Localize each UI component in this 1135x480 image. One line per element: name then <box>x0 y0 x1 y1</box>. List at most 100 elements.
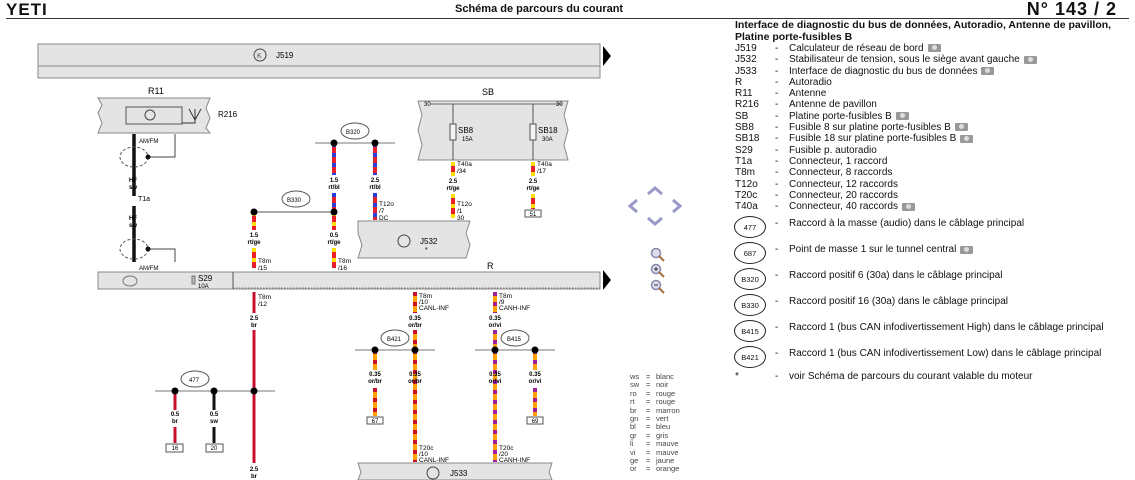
color-name: noir <box>656 380 669 390</box>
junction-dot <box>330 139 338 147</box>
camera-icon[interactable] <box>1023 55 1037 64</box>
ref-label: 69 <box>532 419 539 425</box>
pan-left-icon[interactable] <box>627 198 638 214</box>
legend-text: Antenne de pavillon <box>789 99 877 110</box>
connector-label: T40a <box>457 161 472 168</box>
junction-dot <box>250 387 258 395</box>
connector-label: /15 <box>258 265 267 272</box>
connector-label: T8m <box>419 293 432 300</box>
camera-icon[interactable] <box>960 245 974 254</box>
connector-label: T12o <box>457 201 472 208</box>
ref-20[interactable]: 20 <box>205 443 224 453</box>
equals: = <box>646 414 651 424</box>
camera-icon[interactable] <box>901 202 915 211</box>
legend-text: Connecteur, 8 raccords <box>789 167 892 178</box>
splice-b415[interactable]: B415 <box>500 329 530 347</box>
terminal-label: 30 <box>556 102 563 108</box>
legend-connection: B330-Raccord positif 16 (30a) dans le câ… <box>734 294 1130 317</box>
zoom-out-icon[interactable] <box>650 279 665 294</box>
legend-text: Point de masse 1 sur le tunnel central <box>789 242 1130 255</box>
ref-67[interactable]: 67 <box>366 416 384 425</box>
legend-text: Connecteur, 12 raccords <box>789 179 898 190</box>
component-j519[interactable]: K J519 <box>37 43 601 79</box>
legend-desc: Raccord positif 16 (30a) dans le câblage… <box>789 296 1009 308</box>
pan-right-icon[interactable] <box>672 198 683 214</box>
wire-size: 0.35 <box>529 372 541 378</box>
equals: = <box>646 372 651 381</box>
legend-code: T8m <box>735 167 755 179</box>
legend-text: Connecteur, 1 raccord <box>789 156 887 167</box>
ref-label: 51 <box>530 212 537 218</box>
component-j533[interactable]: J533 <box>357 462 553 480</box>
color-code-row: gn=vert <box>630 414 680 424</box>
legend-text: Antenne <box>789 88 826 99</box>
connector-label: T12o <box>379 201 394 208</box>
pan-up-icon[interactable] <box>647 186 663 196</box>
continue-right-arrow[interactable] <box>603 270 611 290</box>
connector-label: 30 <box>457 215 465 222</box>
dash: - <box>775 133 779 145</box>
dash: - <box>775 189 779 201</box>
legend-code: R <box>735 76 743 88</box>
junction-dot <box>491 346 499 354</box>
legend-code: S29 <box>735 144 753 156</box>
continue-right-arrow[interactable] <box>603 46 611 66</box>
control-unit-icon <box>426 466 440 480</box>
color-code-row: ge=jaune <box>630 456 680 466</box>
color-name: vert <box>656 414 669 424</box>
zoom-fit-icon[interactable] <box>650 247 665 262</box>
control-unit-icon <box>397 234 411 248</box>
fuse-icon <box>191 275 196 285</box>
component-r11[interactable]: R11 R216 <box>97 86 238 134</box>
sb8-label: SB8 <box>458 126 474 135</box>
legend-code: T20c <box>735 189 758 201</box>
splice-b320[interactable]: B320 <box>340 122 370 140</box>
ref-69[interactable]: 69 <box>526 416 544 425</box>
legend-desc: Raccord 1 (bus CAN infodivertissement Hi… <box>789 322 1104 334</box>
connector-label: /17 <box>537 168 546 175</box>
component-r-autoradio[interactable]: S29 10A R <box>97 261 601 290</box>
equals: = <box>646 464 651 474</box>
ref-51[interactable]: 51 <box>524 209 542 218</box>
color-name: gris <box>656 430 669 440</box>
component-j532[interactable]: J532 * <box>357 220 471 259</box>
connector-label: T8m <box>258 294 271 301</box>
pan-down-icon[interactable] <box>647 216 663 226</box>
junction-dot <box>250 208 258 216</box>
connector-label: CANH-INF <box>499 305 530 312</box>
camera-icon[interactable] <box>981 66 995 75</box>
equals: = <box>646 405 651 415</box>
ref-16[interactable]: 16 <box>165 443 184 453</box>
color-abbr: bl <box>630 422 636 432</box>
legend-item: R216-Antenne de pavillon <box>735 99 1130 110</box>
ground-477[interactable]: 477 <box>180 370 210 388</box>
splice-b421[interactable]: B421 <box>380 329 410 347</box>
legend-desc: Raccord positif 6 (30a) dans le câblage … <box>789 270 1003 282</box>
wire-size: 2.5 <box>529 179 538 185</box>
connector-label: /10 <box>419 299 428 306</box>
camera-icon[interactable] <box>960 134 974 143</box>
junction-dot <box>330 208 338 216</box>
dash: - <box>775 88 779 100</box>
wire-label: AM/FM <box>139 139 158 145</box>
splice-label: B415 <box>507 337 522 343</box>
wire-label: sw <box>129 223 137 229</box>
dash: - <box>775 54 779 66</box>
camera-icon[interactable] <box>927 44 941 53</box>
page-number: N° 143 / 2 <box>1026 0 1117 19</box>
legend-desc: Calculateur de réseau de bord <box>789 43 924 54</box>
zoom-in-icon[interactable] <box>650 263 665 278</box>
legend-text: Raccord positif 16 (30a) dans le câblage… <box>789 294 1130 307</box>
legend-item: J532-Stabilisateur de tension, sous le s… <box>735 54 1130 65</box>
color-name: jaune <box>656 456 675 466</box>
component-sb[interactable]: SB 30 30 SB8 15A SB18 30A <box>417 87 569 161</box>
camera-icon[interactable] <box>895 112 909 121</box>
legend-code: SB8 <box>735 122 754 134</box>
camera-icon[interactable] <box>954 123 968 132</box>
junction-dot <box>371 139 379 147</box>
dash: - <box>775 110 779 122</box>
brand-label: YETI <box>6 0 48 19</box>
legend-item: T40a-Connecteur, 40 raccords <box>735 201 1130 212</box>
splice-b330[interactable]: B330 <box>281 190 311 208</box>
connection-symbol: B330 <box>734 294 766 317</box>
